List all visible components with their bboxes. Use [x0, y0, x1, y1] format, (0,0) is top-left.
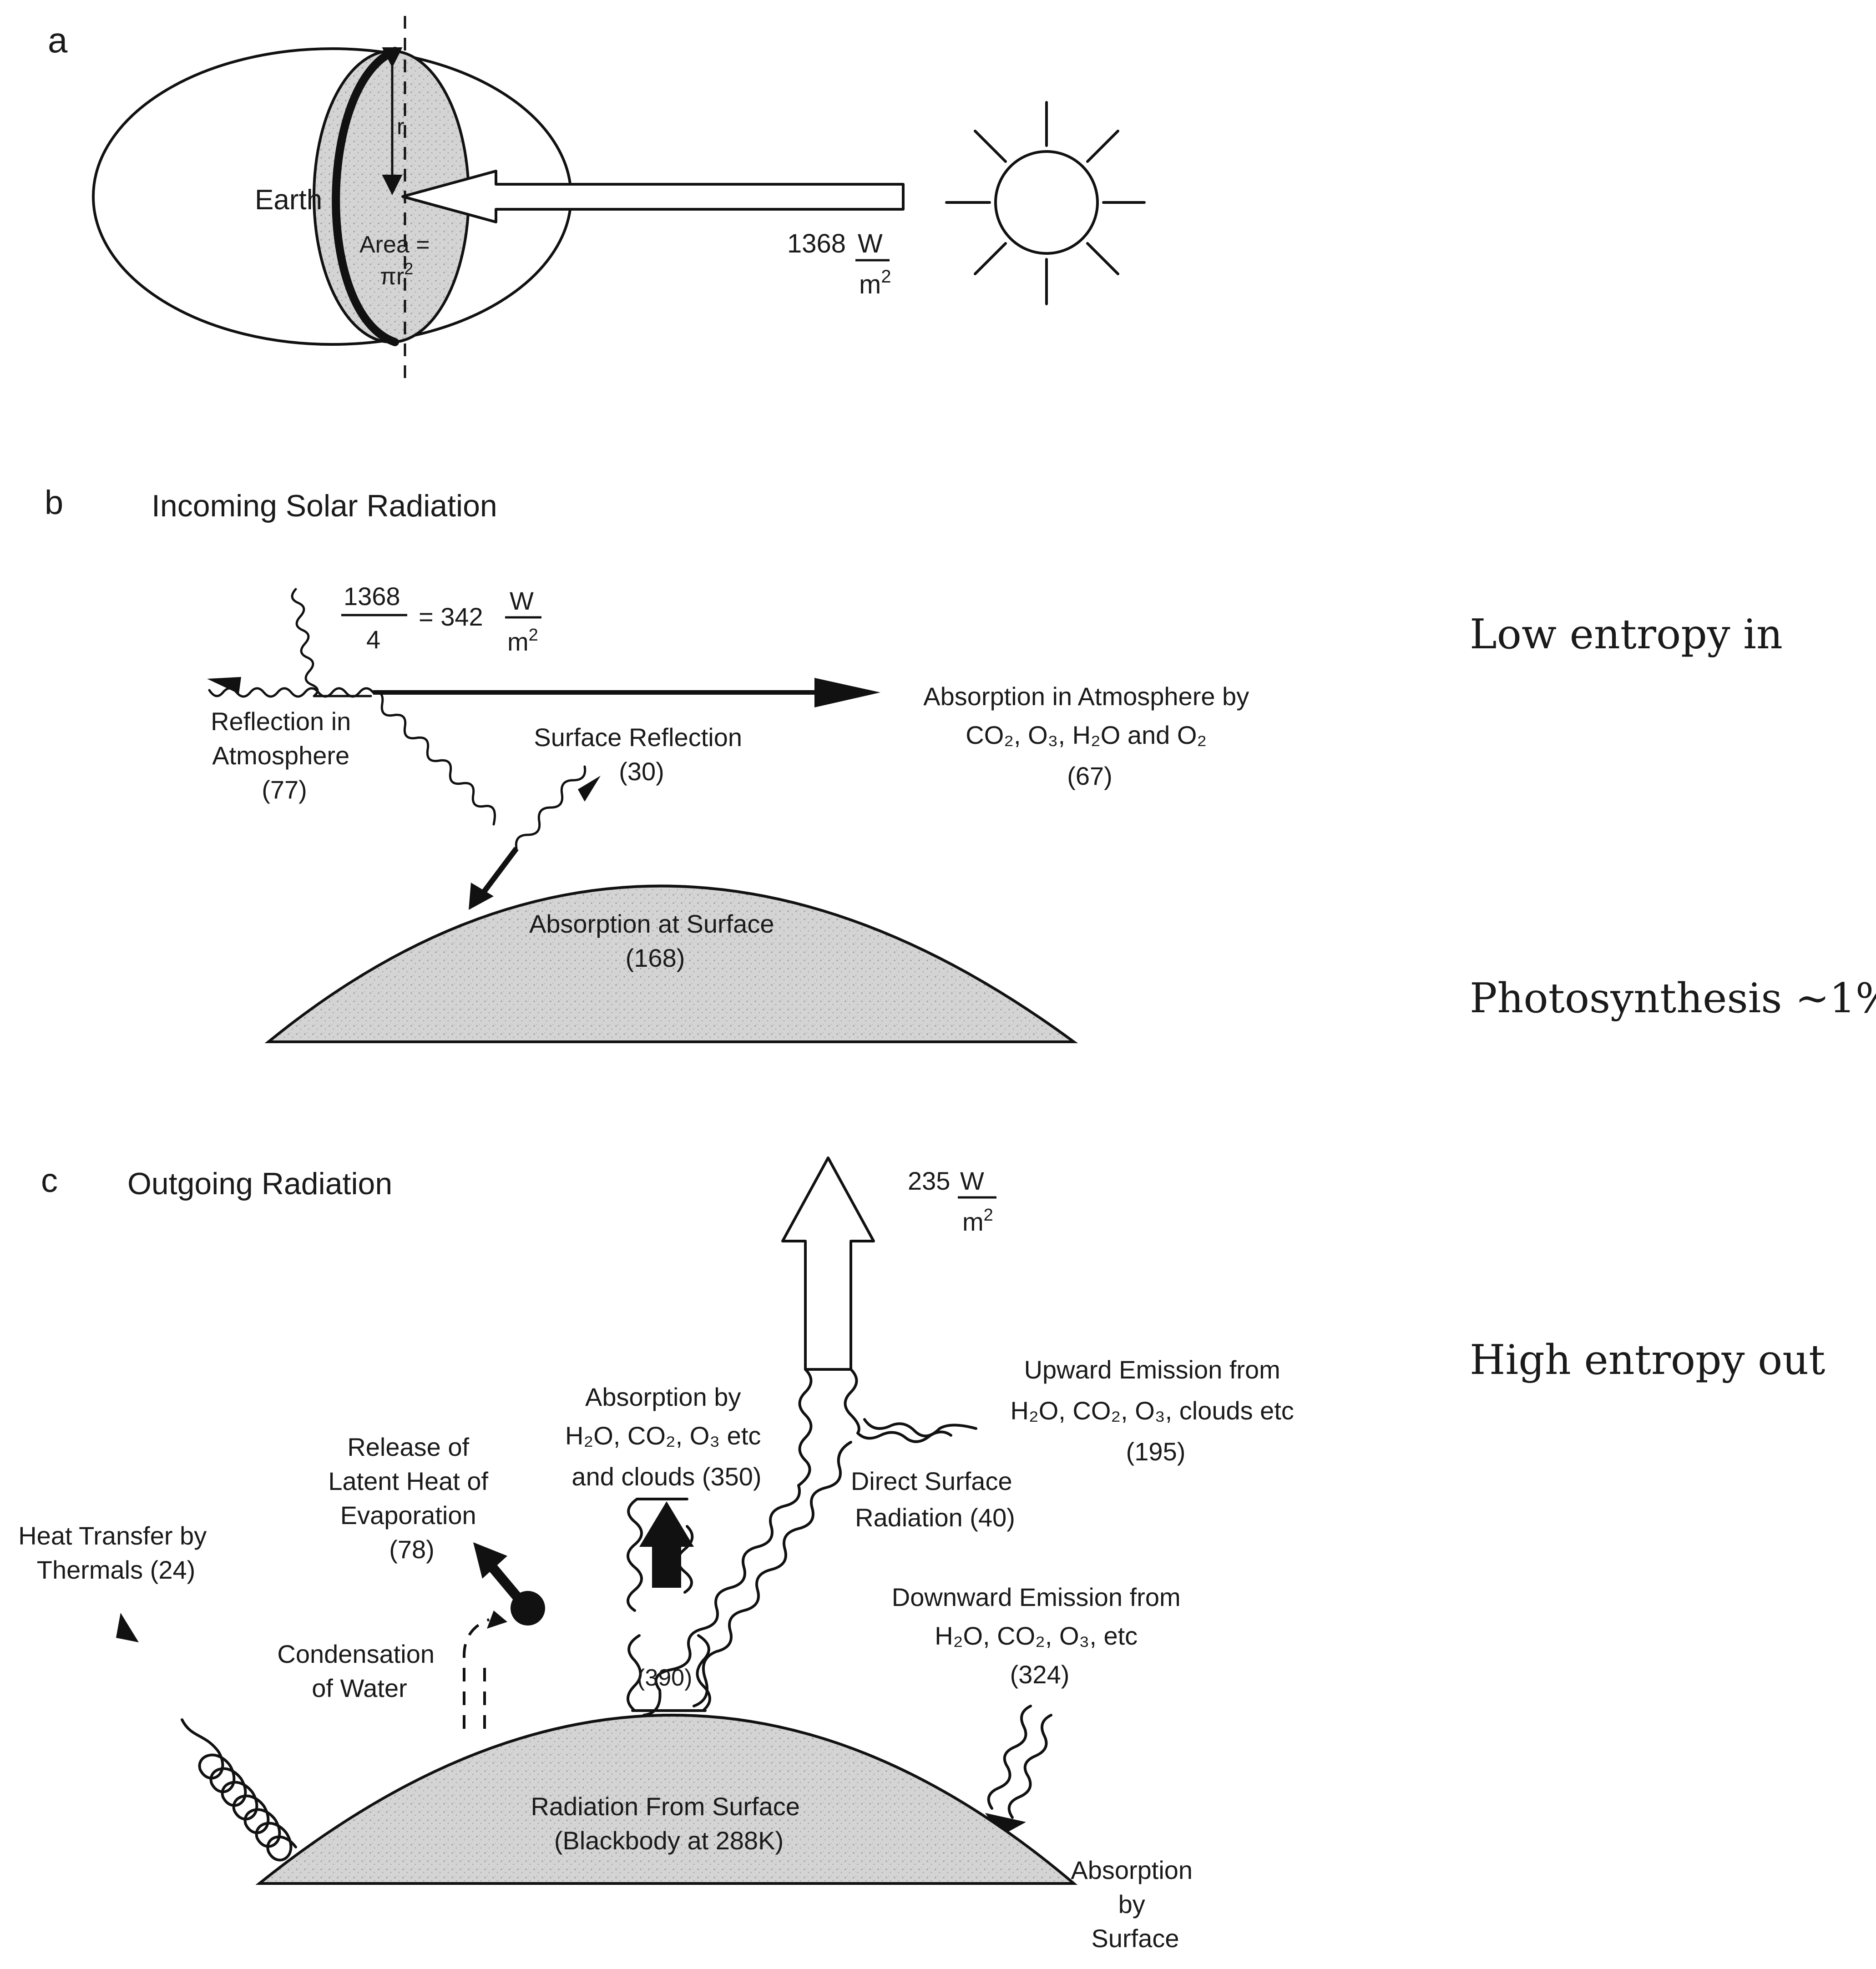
flux-unit-top: W	[858, 229, 883, 258]
area-label-line2: πr2	[380, 259, 413, 290]
earth-surface-b	[264, 884, 1078, 1043]
outgoing-flux-arrow	[781, 1156, 875, 1371]
radius-label: r	[397, 114, 405, 139]
upward-emission-branch	[863, 1418, 977, 1438]
upward-emission-label: Upward Emission from H₂O, CO₂, O₃, cloud…	[1011, 1355, 1301, 1466]
surface-reflection-arrowhead	[578, 776, 601, 802]
unit-b-bottom: m2	[507, 626, 538, 656]
flux-value: 1368	[787, 229, 846, 258]
panel-b: b Incoming Solar Radiation 1368 4 = 342 …	[45, 484, 1256, 1043]
out-unit-bottom: m2	[962, 1206, 993, 1236]
surface-radiation-value: (390)	[637, 1665, 692, 1691]
thermals-coil	[181, 1718, 297, 1862]
radiation-surface-label: Radiation From Surface (Blackbody at 288…	[531, 1792, 807, 1855]
latent-heat-arrow	[486, 1561, 525, 1605]
latent-heat-label: Release of Latent Heat of Evaporation (7…	[328, 1433, 495, 1564]
thermals-label: Heat Transfer by Thermals (24)	[18, 1521, 214, 1584]
frac-numerator: 1368	[344, 582, 400, 611]
earth-label: Earth	[255, 184, 322, 216]
latent-heat-arrowhead	[473, 1542, 507, 1579]
photosynthesis-annotation: Photosynthesis ~1%	[1470, 974, 1876, 1022]
sun-icon	[945, 101, 1146, 305]
surface-reflection-label: Surface Reflection (30)	[534, 723, 749, 786]
panel-a: a r Earth Area = πr2 1368 W m2	[48, 16, 1146, 387]
panel-c: c Outgoing Radiation 235 W m2 (390)	[18, 1156, 1301, 1953]
panel-a-letter: a	[48, 20, 68, 60]
out-flux-value: 235	[908, 1166, 950, 1195]
area-label-line1: Area =	[359, 232, 430, 258]
equals-342: = 342	[419, 602, 483, 631]
outgoing-wavy-tube	[797, 1368, 952, 1487]
downward-emission-arrowhead	[985, 1813, 1026, 1836]
incoming-flux-arrow	[401, 170, 905, 223]
absorption-by-surface-label: Absorption by Surface	[1071, 1856, 1199, 1953]
surface-absorption-arrowhead	[469, 883, 494, 910]
thermals-arrowhead	[116, 1613, 139, 1642]
panel-c-title: Outgoing Radiation	[127, 1166, 392, 1201]
panel-b-letter: b	[45, 484, 63, 521]
absorption-by-label: Absorption by H₂O, CO₂, O₃ etc and cloud…	[565, 1383, 768, 1491]
disc-dark-edge	[332, 47, 399, 346]
out-unit-top: W	[960, 1166, 984, 1195]
condensation-label: Condensation of Water	[277, 1640, 441, 1702]
direct-surface-label: Direct Surface Radiation (40)	[851, 1467, 1019, 1532]
surface-reflection-wave	[515, 765, 587, 850]
unit-b-top: W	[510, 586, 534, 615]
atm-reflection-arrowhead	[207, 677, 241, 694]
flux-unit-bottom: m2	[859, 267, 891, 299]
panel-c-letter: c	[41, 1161, 58, 1199]
downward-emission-wave-1	[987, 1705, 1032, 1810]
absorption-surface-label: Absorption at Surface (168)	[529, 909, 781, 972]
surface-absorption-arrow	[480, 847, 519, 896]
water-droplet	[511, 1591, 545, 1626]
down-wavy-ray	[372, 691, 496, 826]
panel-b-title: Incoming Solar Radiation	[152, 489, 497, 523]
downward-emission-label: Downward Emission from H₂O, CO₂, O₃, etc…	[892, 1583, 1188, 1689]
downward-emission-wave-2	[1007, 1714, 1052, 1819]
absorption-350-arrow	[639, 1501, 694, 1588]
earth-surface-c	[255, 1714, 1078, 1885]
direct-surface-radiation-tube-inner	[693, 1441, 852, 1707]
atm-absorption-arrowhead	[814, 678, 880, 707]
incoming-wavy-ray	[291, 588, 372, 697]
direct-surface-radiation-tube	[642, 1484, 801, 1717]
frac-denominator: 4	[366, 625, 380, 654]
condensation-arrowhead	[487, 1611, 507, 1629]
reflection-atm-label: Reflection in Atmosphere (77)	[211, 707, 358, 804]
absorption-atm-label: Absorption in Atmosphere by CO₂, O₃, H₂O…	[923, 682, 1256, 790]
condensation-dashed	[463, 1618, 490, 1729]
high-entropy-annotation: High entropy out	[1470, 1336, 1825, 1384]
low-entropy-annotation: Low entropy in	[1470, 611, 1783, 658]
